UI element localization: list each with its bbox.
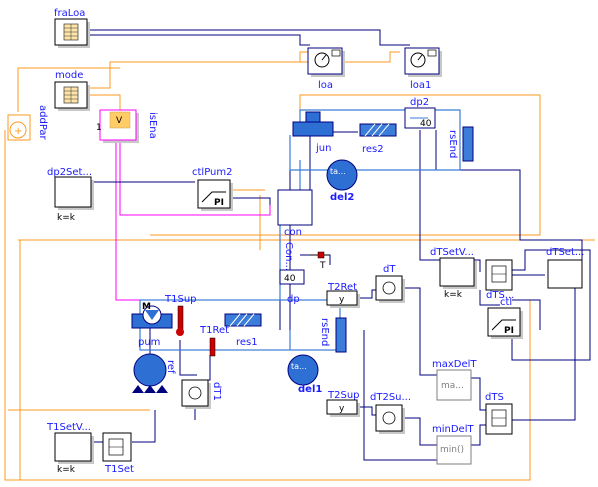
dTSetV-block[interactable]: dTSetV... k=k — [430, 247, 477, 300]
dp2Set-label: dp2Set... — [47, 167, 92, 178]
ctlPum2-pi: PI — [214, 198, 224, 208]
dp2-value: 40 — [420, 119, 432, 129]
isEna-value: V — [116, 116, 123, 126]
res1-label: res1 — [236, 337, 258, 348]
T2Ret-label: T2Ret — [327, 282, 357, 293]
ctl-block[interactable]: ctl PI — [487, 297, 523, 339]
T1Sup-label: T1Sup — [164, 294, 197, 305]
ref-block[interactable]: ref — [132, 353, 176, 393]
dp2Set-block[interactable]: dp2Set... k=k — [47, 167, 94, 223]
loa1-block[interactable]: loa1 — [404, 47, 442, 91]
T2Sup-value: y — [339, 404, 345, 414]
fraLoa-label: fraLoa — [54, 8, 85, 19]
fraLoa-block[interactable]: fraLoa — [54, 8, 90, 48]
isEna-one: 1 — [96, 123, 102, 133]
dp2-block[interactable]: dp2 40 — [404, 97, 436, 129]
T1SetV-block[interactable]: T1SetV... k=k — [46, 422, 94, 475]
T1Set-block[interactable]: T1Set — [102, 432, 134, 475]
T1Set-label: T1Set — [104, 464, 134, 475]
signal-connections — [88, 29, 591, 461]
isEna-block[interactable]: V 1 isEna — [96, 109, 158, 143]
dT1-label: dT1 — [211, 382, 222, 401]
dp-block[interactable]: 40 dp — [279, 269, 305, 305]
T-sensor-block[interactable]: T — [310, 251, 330, 271]
addPar-block[interactable]: + addPar — [7, 105, 48, 141]
del2-block[interactable]: ta... del2 — [326, 159, 358, 203]
loa1-label: loa1 — [410, 80, 431, 91]
res2-label: res2 — [362, 144, 384, 155]
T2Ret-value: y — [339, 295, 345, 305]
dTSet-block[interactable]: dTSet... — [546, 247, 584, 289]
boolean-connections — [115, 135, 271, 301]
ctl-label: ctl — [500, 297, 512, 308]
maxDelT-inner: ma... — [441, 381, 464, 391]
dT1-block[interactable]: dT1 — [181, 379, 222, 409]
del2-label: del2 — [330, 192, 354, 203]
rsEnd1-block[interactable]: rsEnd — [319, 317, 347, 353]
mode-label: mode — [55, 70, 83, 81]
minDelT-inner: min() — [440, 445, 464, 455]
loa-block[interactable]: loa — [307, 47, 345, 91]
dp2-label: dp2 — [410, 97, 429, 108]
loa-label: loa — [318, 80, 333, 91]
con-label: con — [284, 227, 302, 238]
dTSet-label: dTSet... — [546, 247, 584, 258]
dTSetV-param: k=k — [444, 290, 463, 300]
T-symbol: T — [319, 261, 326, 271]
dp-value: 40 — [284, 274, 296, 284]
T1SetV-param: k=k — [57, 465, 76, 475]
maxDelT-block[interactable]: maxDelT ma... — [432, 359, 477, 401]
T1Ret-label: T1Ret — [199, 325, 229, 336]
pump-m-icon: M — [142, 302, 151, 312]
pum-label: pum — [138, 337, 160, 348]
T1Sup-block[interactable]: T1Sup — [164, 294, 197, 336]
res1-block[interactable]: res1 — [224, 313, 262, 348]
res2-block[interactable]: res2 — [359, 123, 397, 155]
ref-label: ref — [165, 360, 176, 374]
del1-block[interactable]: ta... del1 — [287, 354, 322, 395]
table-icon — [63, 86, 79, 104]
T2Ret-block[interactable]: T2Ret y — [326, 282, 360, 308]
isEna-label: isEna — [147, 112, 158, 139]
mode-block[interactable]: mode — [54, 70, 90, 111]
rsEnd2-block[interactable]: rsEnd — [447, 126, 474, 162]
ctlPum2-label: ctlPum2 — [192, 167, 233, 178]
ctl-pi: PI — [504, 326, 514, 336]
dT-block[interactable]: dT — [375, 264, 405, 303]
con-block[interactable]: con Con... — [277, 189, 313, 271]
T2Sup-block[interactable]: T2Sup y — [326, 390, 360, 417]
dT2Sup-label: dT2Su... — [370, 392, 411, 403]
con-sub-label: Con... — [283, 242, 294, 271]
jun-label: jun — [315, 143, 331, 154]
T1Ret-block[interactable]: T1Ret — [199, 325, 229, 357]
del1-inner: ta... — [291, 362, 307, 371]
dTS-top-label: dTS... — [486, 290, 514, 301]
svg-text:+: + — [14, 126, 22, 137]
del1-label: del1 — [298, 384, 322, 395]
rsEnd1-label: rsEnd — [319, 318, 330, 346]
maxDelT-label: maxDelT — [432, 359, 477, 370]
dT2Sup-block[interactable]: dT2Su... — [370, 392, 411, 434]
dp-label: dp — [287, 294, 300, 305]
dT-label: dT — [383, 264, 396, 275]
jun-block[interactable]: jun — [292, 111, 334, 154]
T1SetV-label: T1SetV... — [46, 422, 91, 433]
dTSetV-label: dTSetV... — [430, 247, 474, 258]
dTS-top-block[interactable]: dTS... — [485, 259, 514, 301]
table-icon — [63, 23, 79, 41]
del2-inner: ta... — [330, 167, 346, 176]
dTS-bottom-block[interactable]: dTS — [485, 392, 513, 435]
addPar-label: addPar — [37, 105, 48, 141]
T2Sup-label: T2Sup — [327, 390, 360, 401]
rsEnd2-label: rsEnd — [447, 130, 458, 158]
ctlPum2-block[interactable]: ctlPum2 PI — [192, 167, 233, 211]
dp2Set-param: k=k — [57, 213, 76, 223]
dTS-bottom-label: dTS — [485, 392, 504, 403]
pum-block[interactable]: M pum — [131, 302, 173, 348]
minDelT-label: minDelT — [432, 424, 474, 435]
minDelT-block[interactable]: minDelT min() — [432, 424, 474, 465]
